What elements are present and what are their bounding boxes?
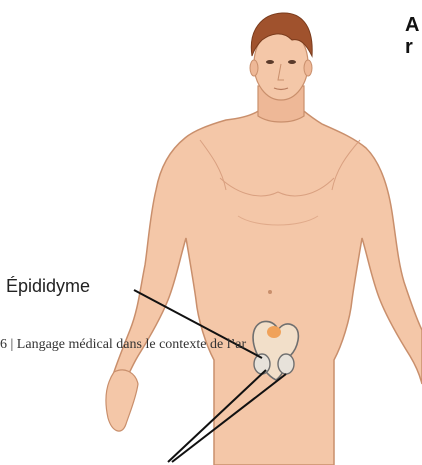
left-ear: [250, 60, 258, 76]
testis-right: [278, 354, 294, 374]
navel: [268, 290, 272, 294]
body-silhouette: [113, 96, 422, 465]
heading-line-1: A: [405, 14, 419, 36]
left-eye: [266, 60, 274, 64]
callout-label-epididymis: Épididyme: [6, 276, 90, 297]
bladder-highlight: [267, 326, 281, 338]
right-hand: [106, 370, 138, 431]
right-eye: [288, 60, 296, 64]
right-ear: [304, 60, 312, 76]
heading-line-2: r: [405, 36, 413, 58]
page-footer: 6 | Langage médical dans le contexte de …: [0, 337, 246, 353]
